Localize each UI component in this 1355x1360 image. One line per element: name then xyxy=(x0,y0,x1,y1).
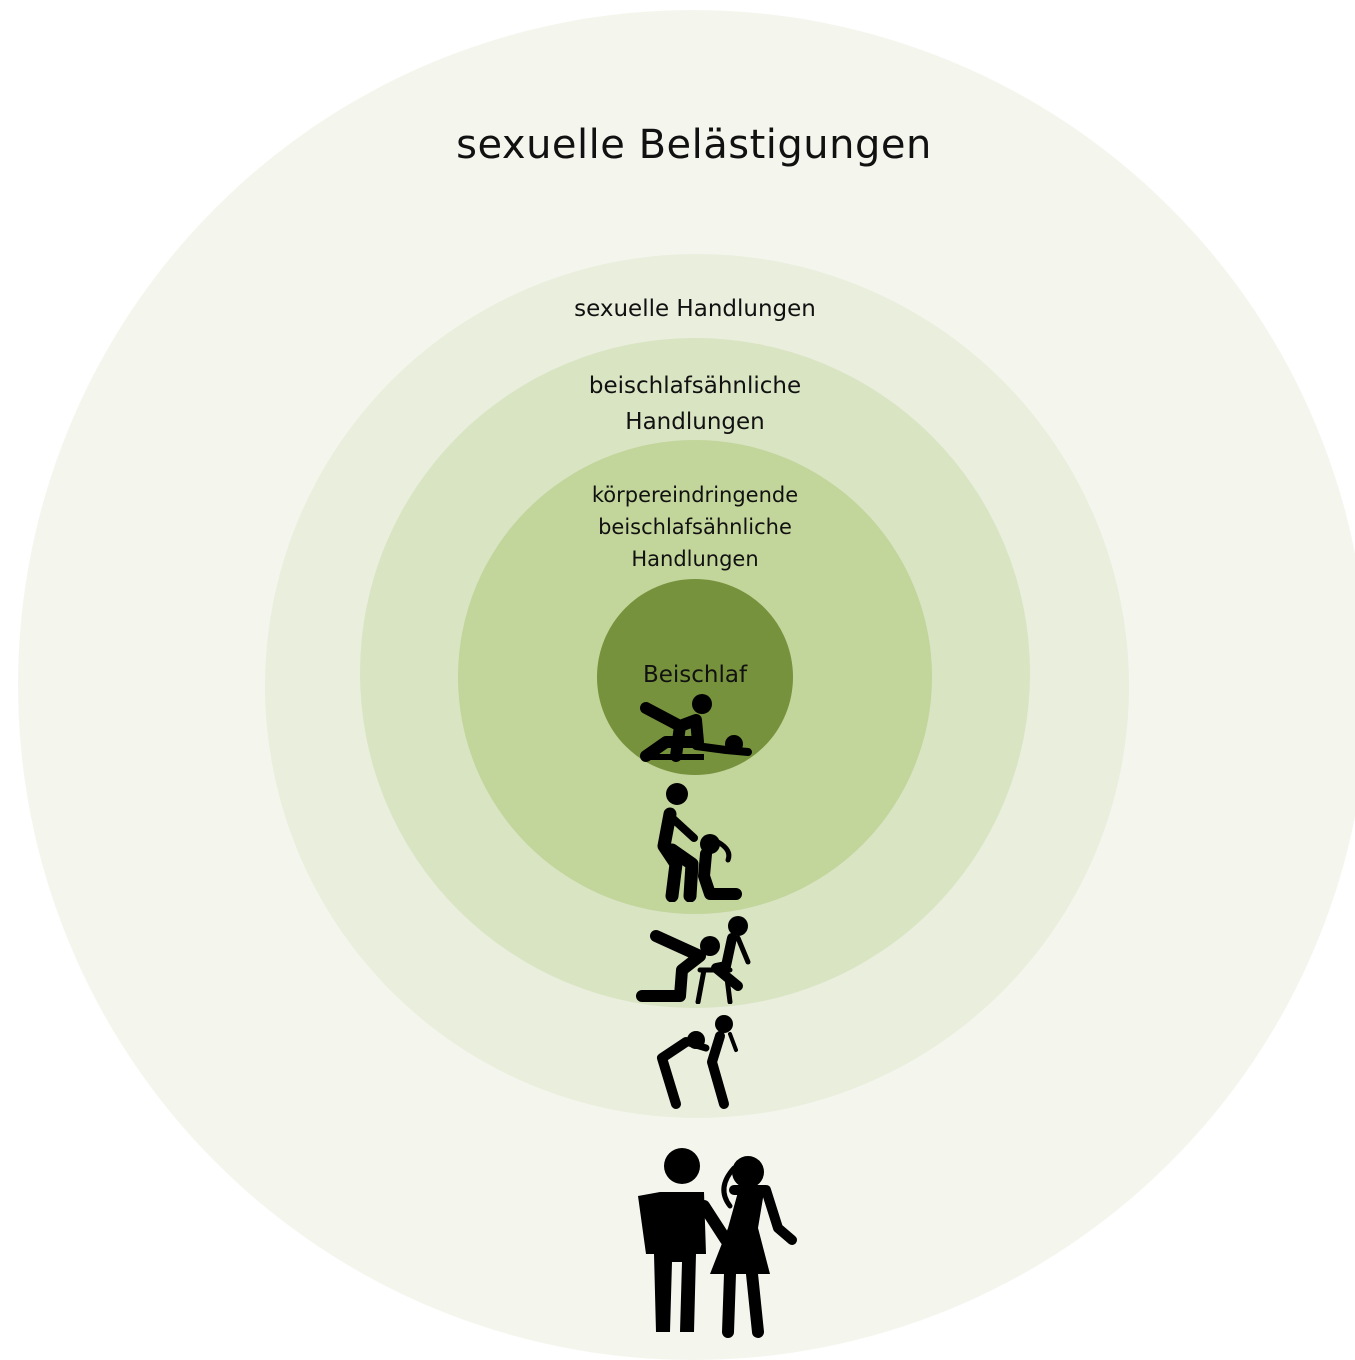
label-intercourse: Beischlaf xyxy=(642,662,748,688)
label-sexual-harassment: sexuelle Belästigungen xyxy=(456,122,932,168)
label-line: Handlungen xyxy=(625,409,765,435)
groping-pictogram-icon xyxy=(657,1015,738,1109)
label-penetrating-acts: körpereindringende beischlafsähnliche Ha… xyxy=(0,479,1355,575)
label-sexual-acts: sexuelle Handlungen xyxy=(574,296,816,322)
label-line: Handlungen xyxy=(631,547,759,571)
label-line: beischlafsähnliche xyxy=(598,515,792,539)
label-line: beischlafsähnliche xyxy=(588,373,802,399)
label-intercourse-like-acts: beischlafsähnliche Handlungen xyxy=(0,368,1355,440)
intercourse-pictogram-icon xyxy=(640,694,752,762)
harassment-touching-pictogram-icon xyxy=(638,1148,797,1338)
label-line: körpereindringende xyxy=(591,483,799,507)
oral-sex-chair-pictogram-icon xyxy=(636,916,751,1004)
oral-sex-kneeling-pictogram-icon xyxy=(657,783,742,902)
